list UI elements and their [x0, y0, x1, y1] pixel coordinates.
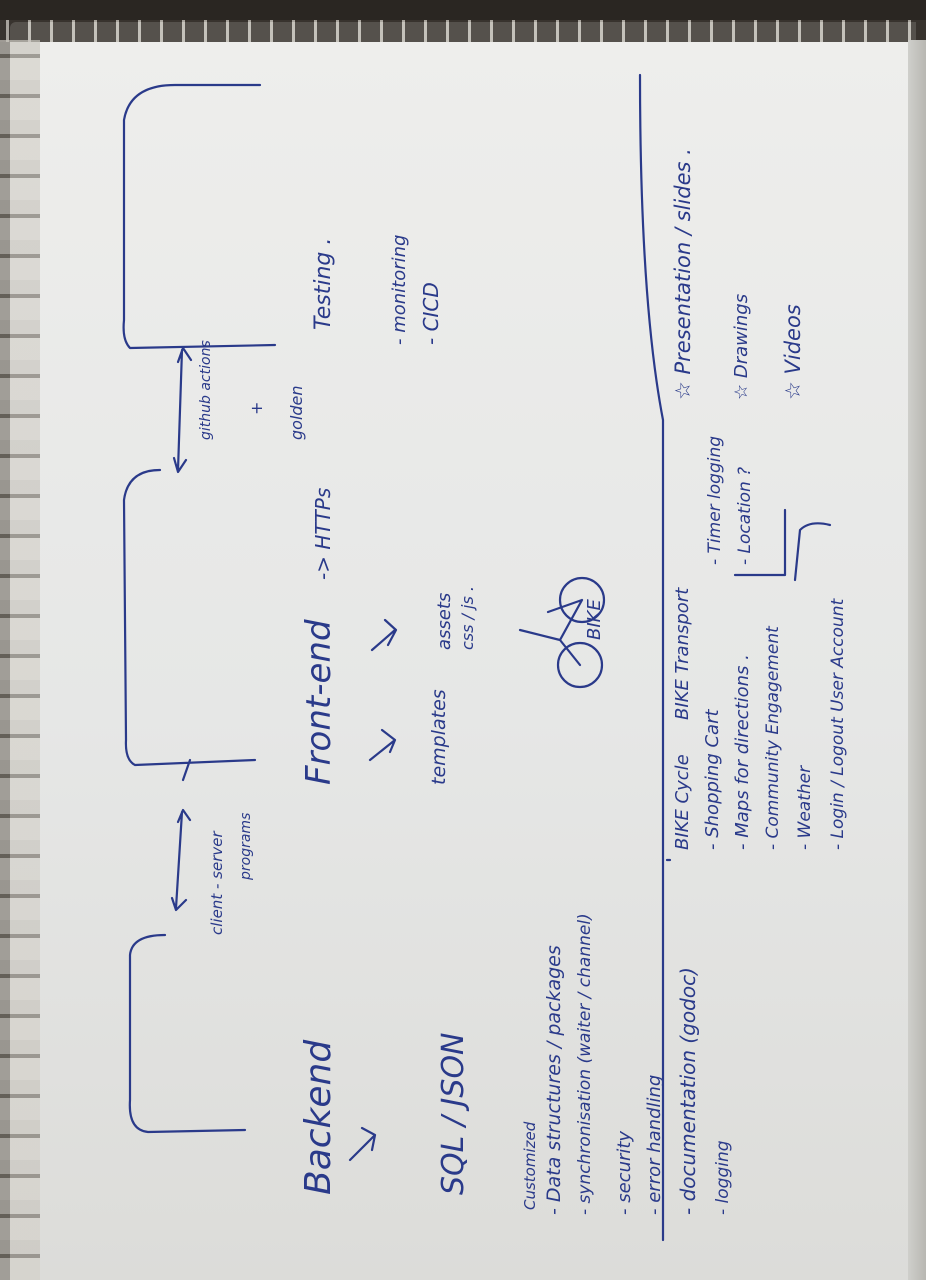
videos-label: ☆ Videos: [781, 304, 805, 400]
golden-label: golden: [287, 385, 306, 440]
community-label: - Community Engagement: [763, 625, 783, 850]
bike-transport-label: BIKE Transport: [672, 587, 693, 720]
right-divider: [638, 73, 665, 1242]
frontend-box-outline: [122, 468, 257, 782]
bike-sketch: [518, 576, 606, 689]
templates-down-arrow: [368, 728, 397, 762]
notebook-page: [10, 22, 916, 1280]
bike-cycle-label: BIKE Cycle: [672, 754, 693, 850]
monitoring-label: - monitoring: [389, 235, 410, 345]
error-handling-label: - error handling: [644, 1075, 665, 1215]
css-js-label: css / js .: [458, 586, 477, 650]
bike-logo-label: BIKE: [584, 599, 605, 640]
drawings-label: ☆ Drawings: [731, 294, 752, 400]
plus-label: +: [247, 402, 266, 415]
testing-label: Testing .: [311, 238, 336, 330]
programs-label: programs: [238, 813, 254, 881]
weather-label: - Weather: [795, 765, 815, 850]
documentation-label: - documentation (godoc): [676, 967, 700, 1215]
spiral-binding: [0, 20, 926, 42]
page-right-edge: [908, 40, 926, 1280]
backend-down-arrow: [348, 1126, 377, 1162]
testing-box-outline: [122, 83, 277, 350]
location-label: - Location ?: [735, 467, 755, 565]
presentation-label: ☆ Presentation / slides .: [671, 148, 695, 400]
timer-logging-label: - Timer logging: [705, 436, 725, 565]
shopping-cart-label: - Shopping Cart: [702, 709, 723, 850]
notebook-edge-tabs: [0, 40, 40, 1280]
https-label: -> HTTPs: [311, 488, 335, 580]
customized-label: Customized: [521, 1121, 539, 1210]
github-arrow: [172, 346, 193, 474]
sql-json-label: SQL / JSON: [436, 1033, 471, 1196]
github-actions-label: github actions: [198, 340, 214, 440]
data-structures-label: - Data structures / packages: [543, 945, 565, 1215]
login-label: - Login / Logout User Account: [828, 597, 848, 850]
logging-label: - logging: [713, 1140, 733, 1215]
assets-label: assets: [434, 593, 455, 650]
cicd-label: - CICD: [419, 282, 443, 345]
maps-label: - Maps for directions .: [732, 654, 753, 850]
bike-section-line: [665, 508, 787, 862]
frontend-label: Front-end: [299, 619, 339, 785]
client-server-arrow: [170, 808, 192, 912]
timer-bracket: [793, 522, 832, 582]
backend-box-outline: [128, 933, 247, 1134]
templates-label: templates: [428, 689, 450, 785]
synchronisation-label: - synchronisation (waiter / channel): [575, 913, 595, 1215]
client-server-label: client - server: [208, 831, 226, 935]
assets-down-arrow: [370, 618, 398, 652]
backend-label: Backend: [298, 1039, 339, 1195]
security-label: - security: [614, 1131, 635, 1215]
